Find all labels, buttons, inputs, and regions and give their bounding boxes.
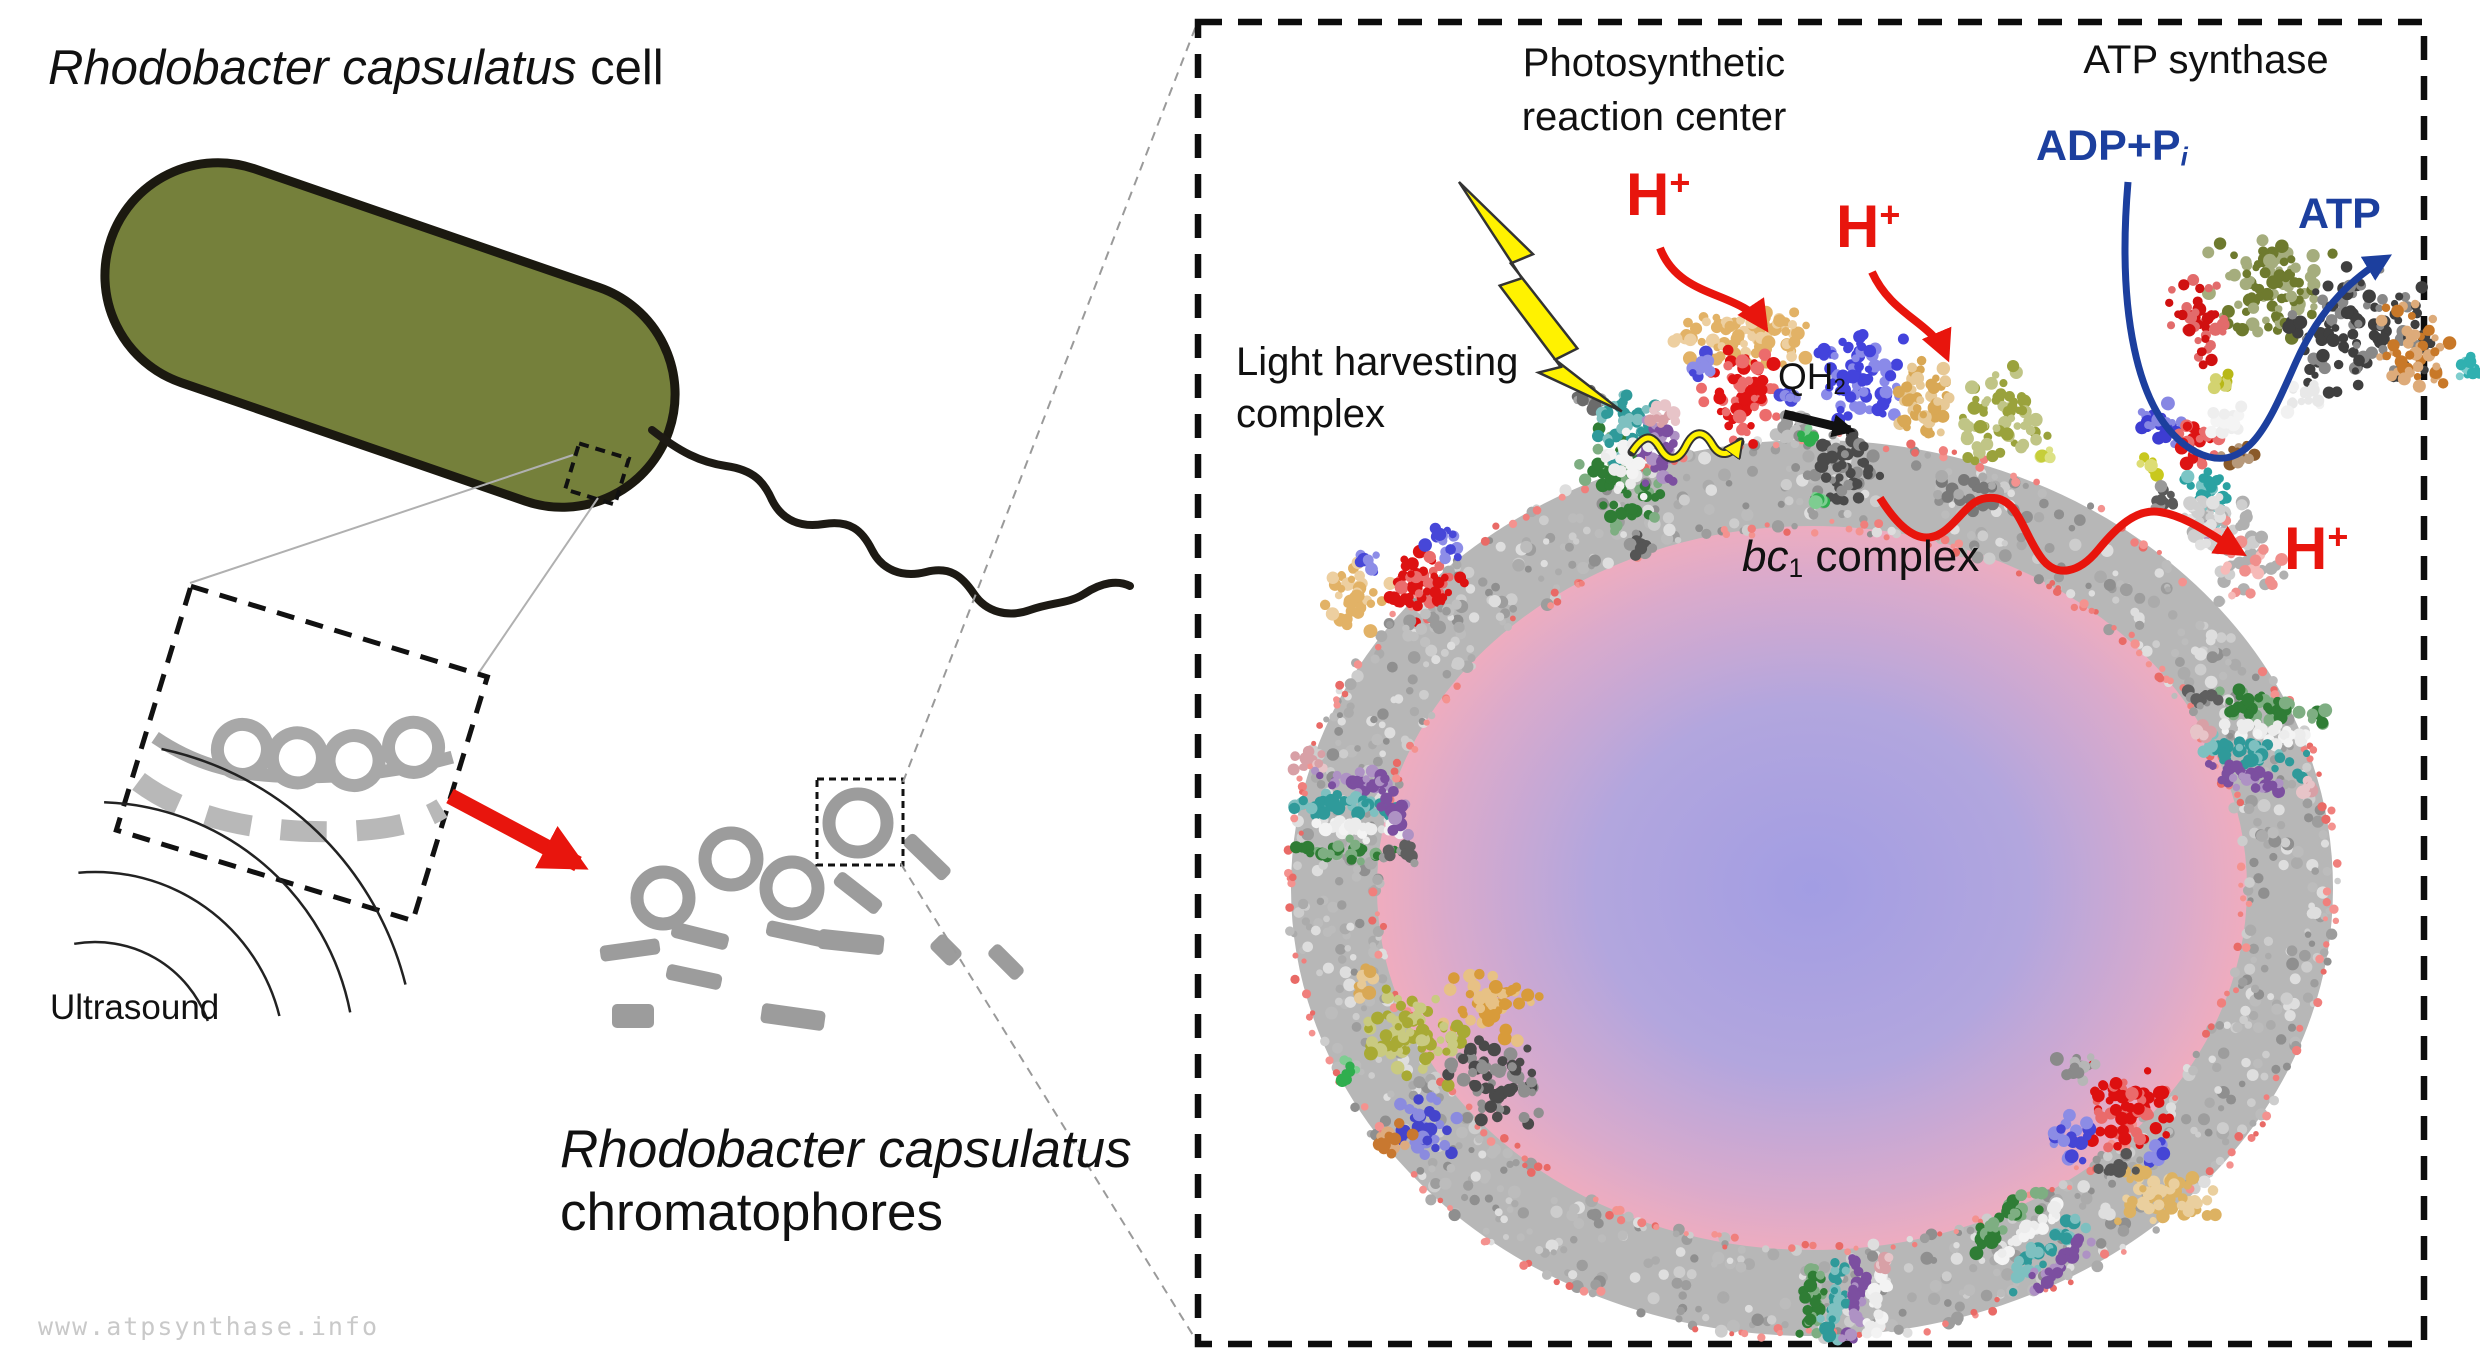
reaction-center-label-line1: Photosynthetic xyxy=(1522,41,1786,85)
bc1-complex-label: bc1 complex xyxy=(1742,532,1979,584)
chromatophore-vesicle xyxy=(1283,429,2342,1345)
pathway-arrows xyxy=(1627,181,2393,575)
bacterium-cell-shape xyxy=(100,158,680,512)
ultrasound-label: Ultrasound xyxy=(50,988,220,1027)
proton-2-h: H xyxy=(1836,193,1880,260)
quinol-sub: 2 xyxy=(1833,373,1846,399)
adp-pi-label: ADP+Pi xyxy=(2036,122,2188,173)
protein-complexes xyxy=(1287,234,2480,1346)
bc1-italic: bc xyxy=(1742,532,1789,581)
chromatophore-scatter xyxy=(599,777,1024,1031)
reaction-center-label-line2: reaction center xyxy=(1521,95,1787,139)
lightning-bolt-icon xyxy=(1457,181,1623,413)
light-harvesting-label: Light harvesting complex xyxy=(1236,336,1518,440)
inset-connector-lines xyxy=(189,440,632,675)
chromatophores-label: Rhodobacter capsulatus chromatophores xyxy=(560,1118,1132,1244)
proton-1-h: H xyxy=(1626,161,1670,228)
adp-pi-sub: i xyxy=(2180,143,2188,172)
chromatophores-label-species: Rhodobacter capsulatus xyxy=(560,1120,1132,1179)
bc1-rest: complex xyxy=(1803,532,1980,581)
ultrasound-waves-icon xyxy=(73,747,407,1022)
light-harvesting-line2: complex xyxy=(1236,392,1385,436)
reaction-center-label: Photosynthetic reaction center xyxy=(1452,36,1856,144)
proton-label-1: H+ xyxy=(1626,160,1690,229)
proton-3-h: H xyxy=(2284,515,2328,582)
cell-title-rest: cell xyxy=(576,41,664,95)
bc1-sub: 1 xyxy=(1788,552,1804,583)
zoom-panel-border xyxy=(1194,18,2428,1348)
atp-label: ATP xyxy=(2298,190,2381,238)
adp-pi-text: ADP+P xyxy=(2036,122,2181,170)
proton-2-plus: + xyxy=(1879,194,1901,236)
quinol-label: QH2 xyxy=(1778,356,1846,400)
watermark: www.atpsynthase.info xyxy=(38,1312,380,1341)
proton-label-3: H+ xyxy=(2284,514,2348,583)
proton-1-plus: + xyxy=(1669,162,1691,204)
light-harvesting-line1: Light harvesting xyxy=(1236,340,1519,384)
atp-synthase-label: ATP synthase xyxy=(2083,38,2329,82)
panel-connector-lines xyxy=(900,25,1197,1341)
proton-label-2: H+ xyxy=(1836,192,1900,261)
cell-title: Rhodobacter capsulatus cell xyxy=(48,40,664,96)
lysis-arrow-icon xyxy=(446,788,589,872)
quinol-text: QH xyxy=(1778,356,1834,397)
membrane-invagination-inset xyxy=(113,583,491,924)
chromatophores-label-rest: chromatophores xyxy=(560,1183,943,1242)
cell-title-species: Rhodobacter capsulatus xyxy=(48,41,577,95)
flagellum-line xyxy=(648,426,1134,618)
proton-3-plus: + xyxy=(2327,516,2349,558)
